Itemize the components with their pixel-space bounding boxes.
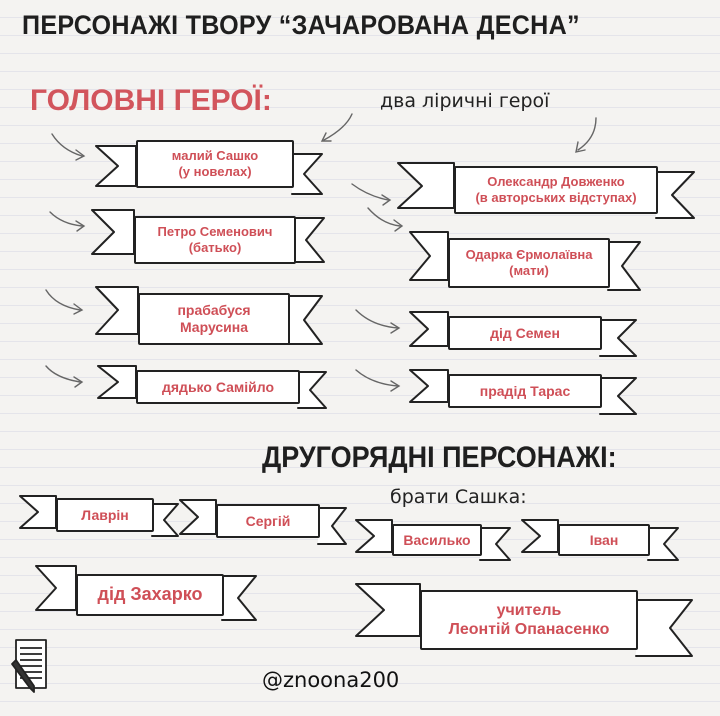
ribbon-banner	[91, 209, 325, 263]
lyric-heroes-note: два ліричні герої	[380, 90, 550, 112]
main-heroes-heading: ГОЛОВНІ ГЕРОЇ:	[30, 84, 272, 117]
arrow-icon	[45, 289, 84, 315]
ribbon-banner	[409, 369, 637, 415]
character-name: малий Сашко	[171, 148, 259, 164]
character-note: Леонтій Опанасенко	[448, 621, 610, 638]
character-name: дід Захарко	[97, 584, 203, 605]
character-label-ivan: Іван	[558, 524, 650, 556]
character-label-vasylko: Василько	[392, 524, 482, 556]
brothers-note: брати Сашка:	[390, 486, 527, 508]
ribbon-banner	[97, 365, 327, 409]
arrow-icon	[355, 309, 401, 334]
ribbon-banner	[355, 519, 511, 561]
page-title: ПЕРСОНАЖІ ТВОРУ “ЗАЧАРОВАНА ДЕСНА”	[22, 10, 580, 40]
character-label-lavrin: Лаврін	[56, 498, 154, 532]
ribbon-banner	[409, 311, 637, 357]
character-label-dovzhenko: Олександр Довженко (в авторських відступ…	[454, 166, 658, 214]
character-label-petro: Петро Семенович (батько)	[134, 216, 296, 264]
character-label-serhiy: Сергій	[216, 504, 320, 538]
character-name: Іван	[589, 531, 619, 548]
arrow-icon	[49, 211, 86, 232]
arrow-icon	[575, 117, 597, 153]
character-note: (в авторських відступах)	[475, 190, 637, 205]
character-name: учитель	[496, 601, 562, 619]
character-name: дядько Самійло	[162, 378, 274, 395]
ribbon-banner	[19, 495, 179, 537]
character-label-odarka: Одарка Єрмолаївна (мати)	[448, 238, 610, 288]
character-name: Василько	[403, 531, 471, 548]
character-note: Марусина	[179, 319, 249, 335]
character-label-semen: дід Семен	[448, 316, 602, 350]
character-note: (мати)	[509, 263, 549, 278]
character-name: Одарка Єрмолаївна	[465, 247, 593, 263]
character-name: Сергій	[245, 512, 291, 529]
ribbon-banner	[179, 499, 347, 545]
arrow-icon	[367, 207, 404, 232]
arrow-icon	[355, 369, 401, 392]
character-label-taras: прадід Тарас	[448, 374, 602, 408]
character-name: Олександр Довженко	[487, 174, 625, 190]
character-label-zakharko: дід Захарко	[76, 574, 224, 616]
author-handle: @znoona200	[262, 668, 400, 692]
ribbon-banner	[355, 583, 693, 657]
arrow-icon	[320, 113, 353, 142]
character-note: (батько)	[188, 240, 242, 255]
character-name: дід Семен	[490, 324, 560, 341]
arrow-icon	[45, 365, 84, 388]
ribbon-banner	[521, 519, 679, 561]
ribbon-banner	[95, 145, 323, 195]
character-label-sashko: малий Сашко (у новелах)	[136, 140, 294, 188]
character-name: прадід Тарас	[479, 382, 571, 399]
ribbon-banner	[35, 565, 257, 621]
character-label-teacher: учитель Леонтій Опанасенко	[420, 590, 638, 650]
arrow-icon	[51, 133, 86, 161]
character-name: прабабуся	[177, 302, 251, 319]
notepad-pencil-icon	[11, 639, 47, 693]
secondary-characters-heading: ДРУГОРЯДНІ ПЕРСОНАЖІ:	[262, 441, 617, 474]
character-name: Петро Семенович	[157, 224, 273, 240]
character-label-marusyna: прабабуся Марусина	[138, 293, 290, 345]
ribbon-banner	[409, 231, 641, 291]
ribbon-banner	[397, 162, 695, 219]
arrow-icon	[351, 183, 392, 206]
character-name: Лаврін	[81, 506, 129, 523]
ribbon-banner	[95, 286, 323, 345]
character-label-samiylo: дядько Самійло	[136, 370, 300, 404]
character-note: (у новелах)	[178, 164, 252, 179]
